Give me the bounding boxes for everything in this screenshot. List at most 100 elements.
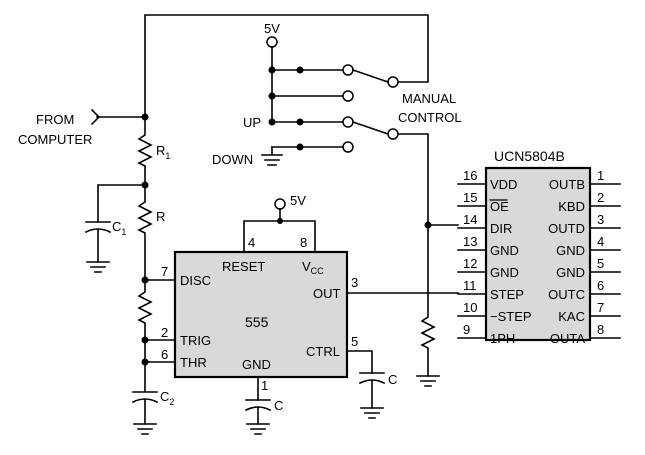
driver-pin-number-right: 5 bbox=[597, 256, 604, 271]
driver-pin-name-right: OUTC bbox=[548, 287, 585, 302]
ground-gnd-icon bbox=[246, 423, 270, 435]
ctrl-wire bbox=[346, 350, 373, 374]
r1-label: R1 bbox=[156, 143, 170, 161]
driver-pin-number-left: 13 bbox=[463, 234, 477, 249]
manual-control-label-2: CONTROL bbox=[398, 110, 462, 125]
pin-out-number: 3 bbox=[351, 275, 358, 290]
junction-down bbox=[296, 143, 304, 151]
driver-pin-number-left: 14 bbox=[463, 212, 477, 227]
resistor-r bbox=[137, 184, 153, 281]
driver-ucn5804b-box bbox=[484, 166, 592, 342]
switch-contact-4 bbox=[342, 116, 354, 128]
driver-pin-name-right: GND bbox=[556, 243, 585, 258]
resistor-timing bbox=[137, 279, 153, 341]
timer-name: 555 bbox=[245, 314, 269, 330]
timer-555-box bbox=[173, 250, 349, 379]
driver-pin-number-right: 6 bbox=[597, 278, 604, 293]
driver-pin-name-left: GND bbox=[490, 243, 519, 258]
switch-common-bus bbox=[271, 46, 344, 97]
r-label: R bbox=[156, 209, 165, 224]
pin-gnd-number: 1 bbox=[261, 378, 268, 393]
switch-blade-2 bbox=[351, 120, 390, 136]
capacitor-c1 bbox=[84, 221, 112, 263]
up-wire bbox=[271, 95, 344, 123]
driver-title: UCN5804B bbox=[494, 148, 565, 164]
driver-pin-name-right: GND bbox=[556, 265, 585, 280]
driver-pin-name-right: OUTD bbox=[548, 221, 585, 236]
from-computer-label-2: COMPUTER bbox=[18, 132, 92, 147]
driver-pin-name-left: OE bbox=[490, 199, 509, 214]
pin-vcc-label: VCC bbox=[302, 259, 324, 276]
ground-ctrl-icon bbox=[360, 407, 384, 419]
resistor-r1 bbox=[137, 116, 153, 186]
supply-5v-top-label: 5V bbox=[264, 21, 280, 36]
driver-pin-number-right: 2 bbox=[597, 190, 604, 205]
junction-sw1 bbox=[268, 66, 276, 74]
switch-blade-1 bbox=[351, 68, 390, 84]
driver-pin-name-right: OUTA bbox=[550, 331, 585, 346]
input-arrow-icon bbox=[90, 108, 101, 126]
pin-gnd-label: GND bbox=[242, 357, 271, 372]
driver-pin-number-right: 8 bbox=[597, 322, 604, 337]
pin-ctrl-label: CTRL bbox=[306, 344, 340, 359]
capacitor-gnd bbox=[244, 399, 272, 425]
c-gnd-label: C bbox=[274, 398, 283, 413]
c1-branch-wire bbox=[97, 184, 146, 223]
junction-vcc bbox=[277, 218, 283, 224]
down-label: DOWN bbox=[212, 152, 253, 167]
junction-up bbox=[268, 118, 276, 126]
driver-pin-number-right: 4 bbox=[597, 234, 604, 249]
capacitor-ctrl bbox=[358, 372, 386, 409]
ground-down-icon bbox=[261, 146, 283, 166]
driver-pin-name-right: KAC bbox=[558, 309, 585, 324]
driver-pin-name-left: VDD bbox=[490, 177, 517, 192]
driver-pin-number-left: 11 bbox=[463, 278, 477, 293]
supply-5v-555-label: 5V bbox=[290, 193, 306, 208]
switch-contact-1 bbox=[342, 64, 354, 76]
junction-sw1b bbox=[296, 66, 304, 74]
driver-pin-name-right: KBD bbox=[558, 199, 585, 214]
pin-ctrl-number: 5 bbox=[351, 334, 358, 349]
driver-pin-number-left: 9 bbox=[463, 322, 470, 337]
switch-contact-3 bbox=[387, 76, 399, 88]
pin-thr-label: THR bbox=[180, 355, 207, 370]
pin-trig-label: TRIG bbox=[180, 333, 211, 348]
pin-trig-number: 2 bbox=[161, 325, 168, 340]
resistor-dir-pulldown bbox=[420, 224, 436, 377]
ground-dir-icon bbox=[416, 375, 440, 387]
switch-contact-6 bbox=[387, 128, 399, 140]
capacitor-c2 bbox=[131, 361, 159, 425]
driver-pin-name-left: GND bbox=[490, 265, 519, 280]
switch-to-dir-wire bbox=[397, 133, 459, 226]
pin-vcc-number: 8 bbox=[300, 235, 307, 250]
pin-reset-number: 4 bbox=[248, 235, 255, 250]
driver-pin-name-left: −STEP bbox=[490, 309, 532, 324]
driver-pin-name-right: OUTB bbox=[549, 177, 585, 192]
switch-contact-5 bbox=[342, 141, 354, 153]
driver-pin-number-left: 10 bbox=[463, 300, 477, 315]
pin-disc-number: 7 bbox=[161, 264, 168, 279]
junction-up-b bbox=[296, 118, 304, 126]
pin-reset-label: RESET bbox=[222, 259, 265, 274]
c2-label: C2 bbox=[160, 389, 174, 407]
pin-out-label: OUT bbox=[313, 286, 341, 301]
supply-5v-555-terminal bbox=[274, 198, 286, 210]
driver-pin-name-left: STEP bbox=[490, 287, 524, 302]
driver-pin-number-right: 3 bbox=[597, 212, 604, 227]
driver-pin-name-left: DIR bbox=[490, 221, 512, 236]
switch-contact-2 bbox=[342, 90, 354, 102]
driver-pin-number-left: 16 bbox=[463, 168, 477, 183]
supply-5v-top-terminal bbox=[266, 36, 278, 48]
pin-thr-number: 6 bbox=[161, 347, 168, 362]
driver-pin-number-right: 1 bbox=[597, 168, 604, 183]
c1-label: C1 bbox=[112, 219, 126, 237]
manual-control-label-1: MANUAL bbox=[402, 91, 456, 106]
ground-c2-icon bbox=[133, 423, 157, 435]
driver-pin-name-left: 1PH bbox=[490, 331, 515, 346]
driver-pin-number-left: 15 bbox=[463, 190, 477, 205]
up-label: UP bbox=[243, 115, 261, 130]
ground-c1-icon bbox=[86, 261, 110, 273]
